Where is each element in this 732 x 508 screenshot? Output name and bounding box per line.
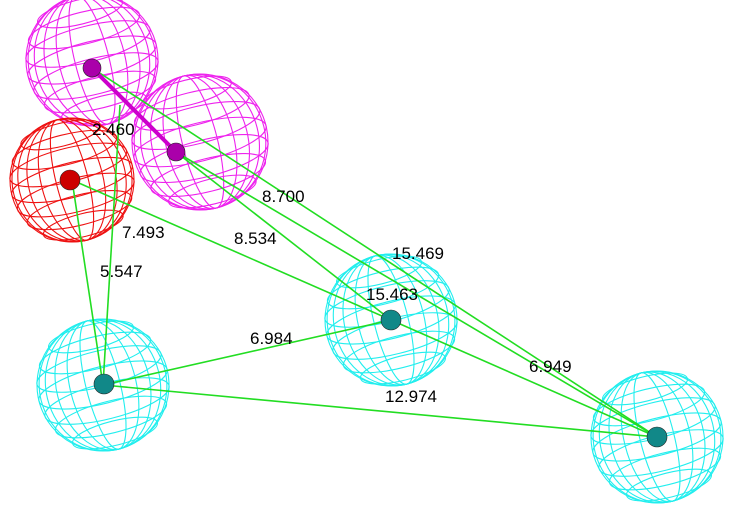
- distance-label-5547: 5.547: [100, 262, 143, 281]
- hydrophobic-atom-top: [82, 58, 102, 78]
- distance-label-8700: 8.700: [262, 187, 305, 206]
- distance-lines: [71, 67, 658, 438]
- acceptor-atom: [59, 169, 81, 191]
- line-aromatic-left-to-right: [102, 384, 658, 438]
- aromatic-atom-center: [380, 309, 402, 331]
- distance-label-6949: 6.949: [529, 357, 572, 376]
- hydrophobic-sphere-top: [25, 0, 159, 127]
- aromatic-sphere-right: [590, 370, 724, 504]
- aromatic-atom-right: [646, 426, 668, 448]
- distance-label-15469: 15.469: [392, 244, 444, 263]
- line-hydrophobic-to-aromatic-right-a: [91, 67, 658, 438]
- line-acceptor-to-aromatic-left: [71, 179, 104, 386]
- distance-label-7493: 7.493: [122, 223, 165, 242]
- line-hydrophobic-to-aromatic-center: [175, 151, 392, 321]
- distance-label-2460: 2.460: [92, 120, 135, 139]
- hydrophobic-bond: [90, 66, 178, 154]
- line-aromatic-center-to-right: [390, 319, 658, 438]
- distance-label-6984: 6.984: [250, 329, 293, 348]
- distance-label-8534: 8.534: [234, 229, 277, 248]
- distance-label-12974: 12.974: [385, 387, 437, 406]
- hydrophobic-atom-right: [166, 142, 186, 162]
- distance-label-15463: 15.463: [366, 285, 418, 304]
- aromatic-sphere-left: [36, 318, 170, 452]
- aromatic-atom-left: [93, 373, 115, 395]
- line-acceptor-to-aromatic-center: [71, 179, 392, 321]
- line-top-to-aromatic-left: [102, 104, 121, 386]
- line-aromatic-left-to-center: [102, 319, 392, 386]
- line-hydrophobic-to-aromatic-right-b: [175, 151, 658, 438]
